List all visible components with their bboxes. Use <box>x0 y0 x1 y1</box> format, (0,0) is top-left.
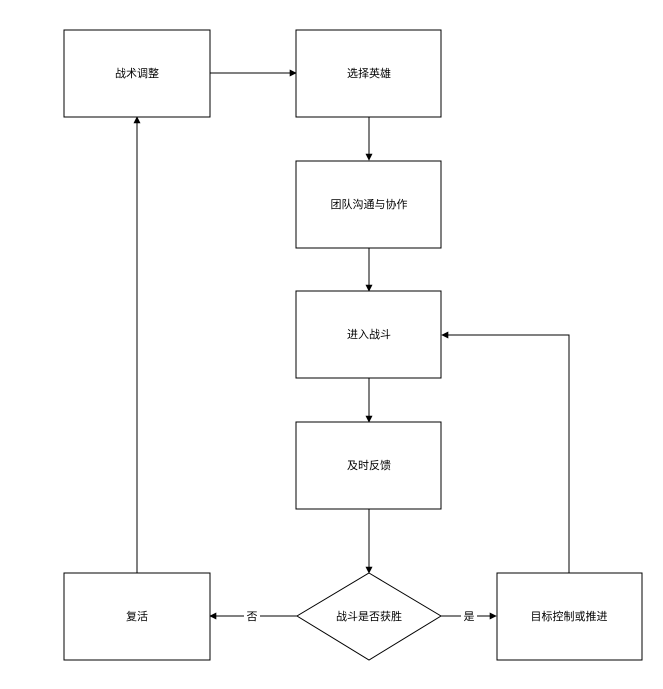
node-revive-label: 复活 <box>126 609 148 623</box>
node-tactics-adjust: 战术调整 <box>63 29 211 118</box>
node-battle-won-decision-label: 战斗是否获胜 <box>336 609 402 623</box>
node-objective-push-label: 目标控制或推进 <box>531 609 608 623</box>
node-team-communication: 团队沟通与协作 <box>295 160 442 249</box>
node-select-hero-label: 选择英雄 <box>347 66 391 80</box>
node-tactics-adjust-label: 战术调整 <box>115 66 159 80</box>
node-revive: 复活 <box>63 572 211 661</box>
node-enter-battle-label: 进入战斗 <box>347 328 391 341</box>
edge-label-yes-text: 是 <box>464 610 475 623</box>
node-team-communication-label: 团队沟通与协作 <box>331 197 408 211</box>
edge-label-no: 否 <box>244 608 260 624</box>
edge-label-yes: 是 <box>461 608 477 624</box>
edge-label-no-text: 否 <box>247 610 258 623</box>
node-battle-won-decision: 战斗是否获胜 <box>296 572 442 661</box>
edge-objective-to-battle <box>441 331 570 573</box>
node-timely-feedback-label: 及时反馈 <box>347 459 391 472</box>
node-timely-feedback: 及时反馈 <box>295 421 442 510</box>
node-objective-push: 目标控制或推进 <box>496 572 643 661</box>
node-select-hero: 选择英雄 <box>295 29 442 118</box>
node-enter-battle: 进入战斗 <box>295 290 442 379</box>
